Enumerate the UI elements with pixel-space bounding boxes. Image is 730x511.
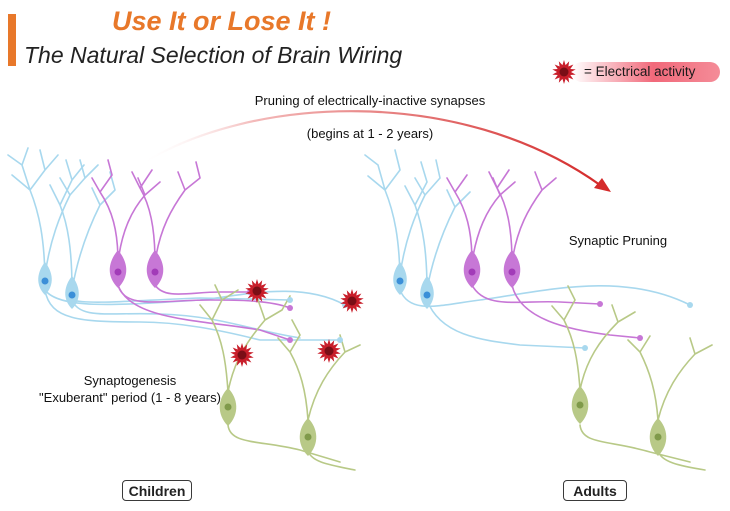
adults-label: Adults	[563, 480, 627, 501]
star-core	[252, 286, 262, 296]
activity-star-1	[245, 279, 269, 303]
children-neurons	[7, 147, 364, 471]
star-core	[559, 67, 569, 77]
page-title: Use It or Lose It !	[112, 6, 332, 36]
legend-label: = Electrical activity	[584, 64, 696, 79]
activity-star-4	[317, 339, 341, 363]
children-description: Synaptogenesis "Exuberant" period (1 - 8…	[30, 372, 230, 406]
pruning-arrow	[139, 110, 601, 186]
accent-bar	[8, 14, 16, 66]
electrical-activity-star-icon	[552, 60, 576, 84]
star-core	[347, 296, 357, 306]
legend: = Electrical activity	[550, 58, 720, 86]
pruning-sublabel: (begins at 1 - 2 years)	[306, 126, 434, 141]
children-label: Children	[122, 480, 192, 501]
children-description-line2: "Exuberant" period (1 - 8 years)	[39, 390, 221, 405]
adults-description: Synaptic Pruning	[568, 233, 668, 248]
pruning-arrow-head	[594, 178, 611, 192]
legend-pill	[572, 62, 720, 82]
children-description-line1: Synaptogenesis	[83, 373, 177, 388]
pruning-label: Pruning of electrically-inactive synapse…	[254, 93, 486, 108]
activity-star-3	[230, 343, 254, 367]
star-core	[237, 350, 247, 360]
page-subtitle: The Natural Selection of Brain Wiring	[24, 42, 403, 68]
activity-star-2	[340, 289, 364, 313]
star-core	[324, 346, 334, 356]
adult-neurons	[364, 149, 713, 471]
